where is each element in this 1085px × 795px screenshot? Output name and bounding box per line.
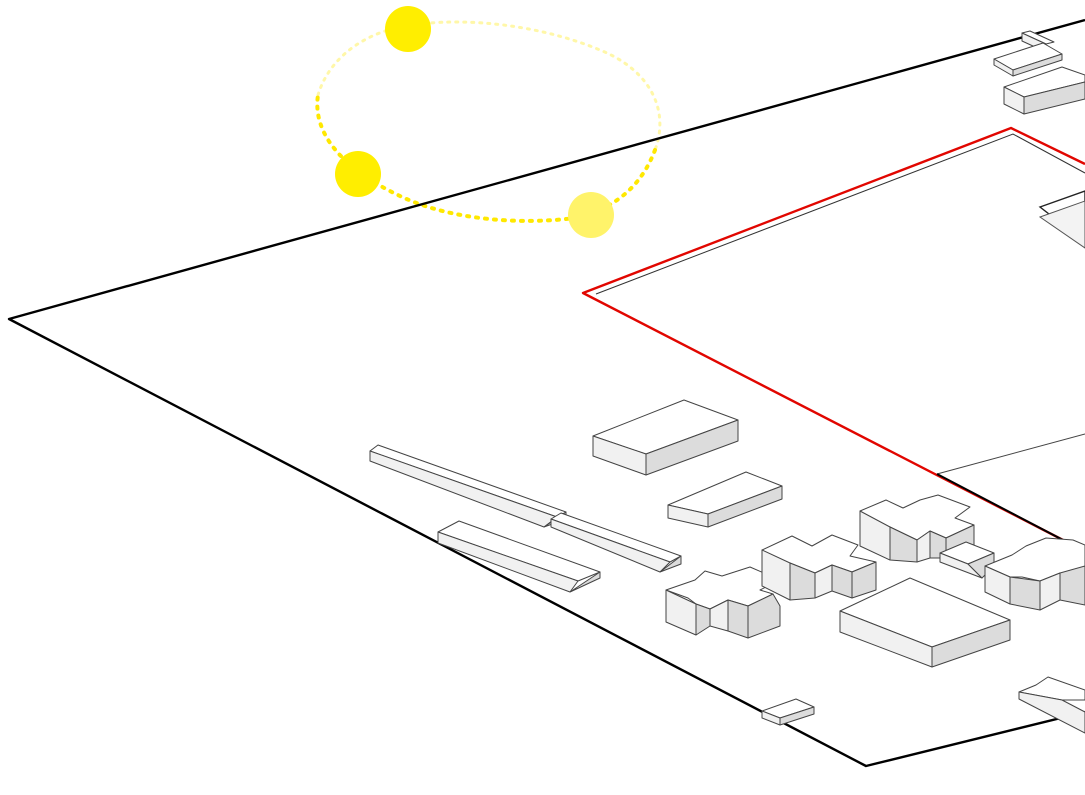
- building-top: [369, 444, 567, 518]
- flat-sheets: [936, 190, 1085, 541]
- sun-path-back-arc: [316, 20, 662, 152]
- cross-building-side: [727, 599, 749, 639]
- building-cluster-south: [369, 399, 1085, 734]
- building-side: [1012, 53, 1063, 77]
- cross-building-top: [984, 537, 1085, 582]
- building-side: [659, 555, 682, 573]
- sun-icon: [568, 192, 614, 238]
- building-side: [707, 485, 783, 528]
- project-boundary-inner-line: [595, 133, 1085, 295]
- sun-icon: [335, 151, 381, 197]
- building-side: [1023, 81, 1085, 115]
- project-boundary: [581, 126, 1085, 542]
- building-side: [779, 706, 815, 726]
- flat-sheet-shadow: [1038, 200, 1085, 249]
- cross-building-side: [851, 561, 877, 599]
- sun-path-group: [315, 6, 662, 238]
- building-side: [645, 419, 739, 476]
- building-side: [931, 619, 1011, 668]
- ground-line: [936, 433, 1085, 475]
- sun-path-front-arc: [315, 93, 657, 223]
- building-side: [369, 450, 558, 528]
- road-edge: [936, 473, 1064, 541]
- building-cluster-north: [993, 30, 1085, 115]
- cross-building-side: [695, 603, 711, 636]
- sun-icon: [385, 6, 431, 52]
- cross-building-side: [1059, 565, 1085, 606]
- cross-building-side: [747, 593, 781, 639]
- building-side: [1018, 691, 1085, 734]
- cross-building-side: [1009, 576, 1041, 611]
- building-side: [569, 571, 601, 593]
- building-top: [550, 512, 682, 563]
